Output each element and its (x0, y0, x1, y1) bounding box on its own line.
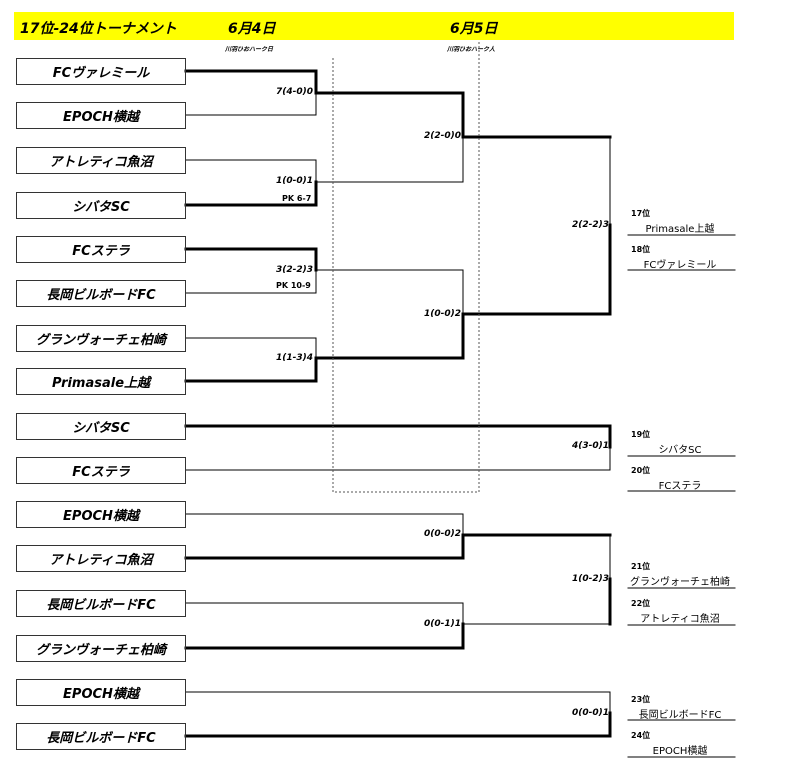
rank-label: 19位 (631, 430, 651, 439)
team-slot: EPOCH横越 (16, 102, 186, 129)
match-score: 2(2-2)3 (572, 220, 610, 230)
rank-team: EPOCH横越 (652, 746, 708, 757)
rank-label: 17位 (631, 209, 651, 218)
rank-label: 23位 (631, 695, 651, 704)
rank-team: シバタSC (658, 445, 702, 456)
team-slot: グランヴォーチェ柏崎 (16, 325, 186, 352)
bracket-title: 17位-24位トーナメント (20, 21, 177, 37)
match-score: 0(0-0)1 (572, 708, 610, 718)
match-score: 2(2-0)0 (424, 131, 462, 141)
match-score: 0(0-1)1 (424, 619, 462, 629)
team-slot: 長岡ビルボードFC (16, 723, 186, 750)
header-band (14, 12, 734, 40)
pk-score: PK 6-7 (282, 194, 312, 203)
match-score: 3(2-2)3 (276, 265, 314, 275)
match-score: 1(0-0)2 (424, 309, 462, 319)
match-score: 1(1-3)4 (276, 353, 314, 363)
match-score: 0(0-0)2 (424, 529, 462, 539)
rank-label: 20位 (631, 466, 651, 475)
team-slot: 長岡ビルボードFC (16, 280, 186, 307)
team-slot: Primasale上越 (16, 368, 186, 395)
team-slot: FCステラ (16, 457, 186, 484)
pk-score: PK 10-9 (276, 281, 311, 290)
match-score: 1(0-0)1 (276, 176, 314, 186)
team-slot: FCステラ (16, 236, 186, 263)
day2-label: 6月5日 (450, 21, 498, 37)
rank-team: グランヴォーチェ柏崎 (630, 577, 730, 588)
rank-label: 18位 (631, 245, 651, 254)
team-slot: シバタSC (16, 192, 186, 219)
rank-label: 22位 (631, 599, 651, 608)
match-score: 1(0-2)3 (572, 574, 610, 584)
team-slot: グランヴォーチェ柏崎 (16, 635, 186, 662)
team-slot: 長岡ビルボードFC (16, 590, 186, 617)
rank-team: アトレティコ魚沼 (640, 614, 720, 625)
team-slot: アトレティコ魚沼 (16, 545, 186, 572)
team-slot: EPOCH横越 (16, 679, 186, 706)
match-score: 4(3-0)1 (572, 441, 610, 451)
team-slot: シバタSC (16, 413, 186, 440)
team-slot: アトレティコ魚沼 (16, 147, 186, 174)
rank-team: 長岡ビルボードFC (638, 710, 722, 721)
rank-team: FCステラ (658, 481, 702, 492)
rank-label: 24位 (631, 731, 651, 740)
venue1-label: 川羽ひおハーク日 (225, 46, 274, 53)
team-slot: FCヴァレミール (16, 58, 186, 85)
rank-team: FCヴァレミール (643, 260, 717, 271)
day1-label: 6月4日 (228, 21, 276, 37)
team-slot: EPOCH横越 (16, 501, 186, 528)
rank-label: 21位 (631, 562, 651, 571)
venue2-label: 川羽ひおハーク人 (447, 46, 496, 53)
match-score: 7(4-0)0 (276, 87, 314, 97)
rank-team: Primasale上越 (645, 224, 715, 235)
